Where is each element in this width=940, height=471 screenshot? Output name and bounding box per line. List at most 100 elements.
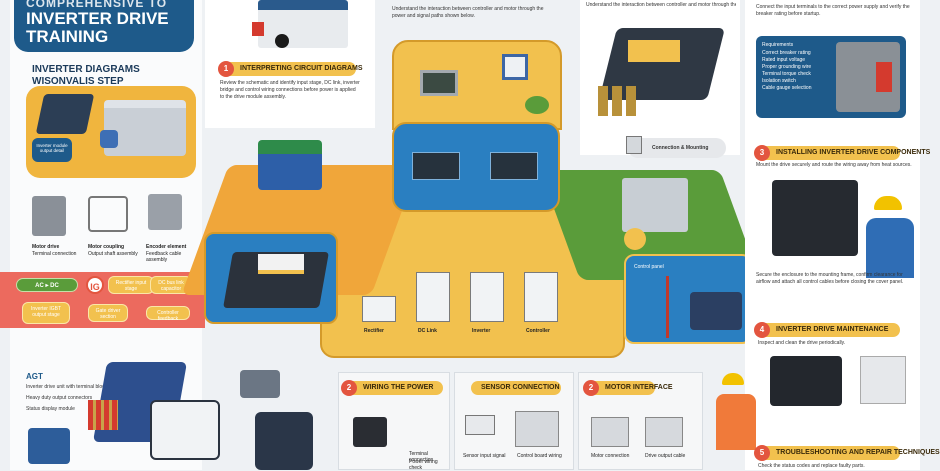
requirement-item: Proper grounding wire (762, 64, 812, 70)
section-1-header: 1 INTERPRETING CIRCUIT DIAGRAMS (218, 61, 363, 77)
sensor-device (465, 415, 495, 435)
section-1-body: Review the schematic and identify input … (220, 80, 360, 100)
schematic-module-4 (524, 272, 558, 322)
requirements-list: Correct breaker rating Rated input volta… (762, 50, 834, 92)
section-5-title: TROUBLESHOOTING AND REPAIR TECHNIQUES (776, 449, 940, 456)
component-label-1: Motor drive (32, 244, 60, 250)
flow-step-3[interactable]: Inverter IGBT output stage (22, 302, 70, 324)
section-1-badge: 1 (218, 61, 234, 77)
motor-coupling-device (88, 196, 128, 232)
component-caption-2: Output shaft assembly (88, 251, 138, 257)
right-intro: Connect the input terminals to the corre… (756, 4, 910, 17)
servo-drive-device (255, 412, 313, 470)
flow-step-4[interactable]: Gate driver section (88, 304, 128, 322)
yellow-badge-icon (624, 228, 646, 250)
heat-sink-icon (100, 130, 118, 148)
maintenance-drive-device (770, 356, 842, 406)
bottom-left-line-3: Status display module (26, 406, 75, 412)
step-3-title: MOTOR INTERFACE (605, 384, 673, 391)
flow-badge: IG (86, 276, 104, 294)
title-line3: TRAINING (26, 27, 109, 46)
motor-drive-device (32, 196, 66, 236)
step-3-caption: Drive output cable (645, 453, 686, 459)
section-3-body: Mount the drive securely and route the w… (756, 162, 912, 168)
requirement-item: Rated input voltage (762, 57, 806, 63)
bottom-step-card-1: 2 WIRING THE POWER Terminal connection P… (338, 372, 450, 471)
step-1-caption: Terminal connection (409, 451, 434, 463)
drive-cabinet-device (772, 180, 858, 256)
breaker-panel-device (836, 42, 900, 112)
control-unit-device (690, 292, 742, 330)
controller-module-2 (490, 152, 538, 180)
red-switch-icon (876, 62, 892, 92)
section-5-header: 5 TROUBLESHOOTING AND REPAIR TECHNIQUES (754, 445, 940, 461)
red-terminals-icon (88, 400, 118, 430)
step-2-caption: Control board wiring (517, 453, 562, 459)
bottom-step-card-3: 2 MOTOR INTERFACE Motor connection Drive… (578, 372, 703, 470)
breaker-label-icon (628, 40, 680, 62)
red-probe-icon (666, 276, 669, 338)
schematic-module-3 (470, 272, 504, 322)
encoder-device (148, 194, 182, 230)
bottom-step-card-2: SENSOR CONNECTION Sensor input signal Co… (454, 372, 574, 470)
component-label-3: Encoder element (146, 244, 187, 250)
schematic-label-1: Rectifier (364, 328, 385, 334)
flow-start-pill[interactable]: AC ▸ DC (16, 278, 78, 292)
mid-label-pill[interactable]: Connection & Mounting (628, 138, 726, 158)
flow-step-5[interactable]: Controller feedback (146, 306, 190, 322)
motor-module-1 (591, 417, 629, 447)
motor-block-device (860, 356, 906, 404)
component-label-2: Motor coupling (88, 244, 125, 250)
schematic-module-2 (416, 272, 450, 322)
component-caption-3: Feedback cable assembly (146, 251, 182, 263)
relay-device (353, 417, 387, 447)
technician-helmet-icon (874, 196, 902, 210)
motor-module-2 (645, 417, 683, 447)
meter-icon (502, 54, 528, 80)
step-3-badge: 2 (583, 380, 599, 396)
flow-step-1[interactable]: Rectifier input stage (108, 276, 154, 294)
section-3-badge: 3 (754, 145, 770, 161)
schematic-label-4: Controller (526, 328, 550, 334)
step-1-title: WIRING THE POWER (363, 384, 434, 391)
step-2-title: SENSOR CONNECTION (481, 384, 560, 391)
drive-module-card (204, 232, 338, 324)
rack-module-device (622, 178, 688, 232)
bottom-left-block: AGT Inverter drive unit with terminal bl… (26, 372, 196, 470)
step-3-header: 2 MOTOR INTERFACE (583, 380, 673, 396)
worker-vest-icon (716, 394, 756, 450)
switch-icon (626, 136, 642, 154)
section-1-title: INTERPRETING CIRCUIT DIAGRAMS (240, 65, 363, 72)
circuit-diagram-panel (392, 122, 560, 212)
requirement-item: Cable gauge selection (762, 85, 812, 91)
flow-band: AC ▸ DC IG Rectifier input stage DC bus … (0, 272, 205, 328)
requirement-item: Terminal torque check (762, 71, 811, 77)
control-card: Control panel (624, 254, 752, 344)
step-2-caption: Sensor input signal (463, 453, 506, 459)
worker-helmet-icon (722, 373, 744, 385)
display-screen-icon (420, 70, 458, 96)
bottom-left-line-1: Inverter drive unit with terminal block (26, 384, 108, 390)
section-4-badge: 4 (754, 322, 770, 338)
control-board-device (35, 94, 95, 134)
schematic-label-2: DC Link (418, 328, 437, 334)
bottom-left-heading: AGT (26, 372, 43, 381)
cable-connector-device (240, 370, 280, 398)
bottom-left-line-2: Heavy duty output connectors (26, 395, 93, 401)
brass-terminals-icon (598, 86, 640, 116)
requirement-item: Correct breaker rating (762, 50, 811, 56)
component-row: Motor drive Terminal connection Motor co… (26, 190, 196, 263)
section-4-header: 4 INVERTER DRIVE MAINTENANCE (754, 322, 900, 338)
section-5-body: Check the status codes and replace fault… (758, 463, 865, 469)
callout-label: Inverter module output detail (32, 138, 72, 162)
component-caption-1: Terminal connection (32, 251, 77, 257)
title-banner: COMPREHENSIVE TO INVERTER DRIVE TRAINING (14, 0, 194, 52)
section-3-note: Secure the enclosure to the mounting fra… (756, 272, 904, 285)
warning-label-icon (258, 254, 304, 274)
control-card-label: Control panel (634, 264, 664, 270)
section-3-header: 3 INSTALLING INVERTER DRIVE COMPONENTS (754, 145, 930, 161)
inverter-unit-device (104, 100, 186, 156)
section-5-badge: 5 (754, 445, 770, 461)
center-top-text: Understand the interaction between contr… (392, 6, 544, 19)
step-1-caption: Power wiring check (409, 459, 438, 471)
